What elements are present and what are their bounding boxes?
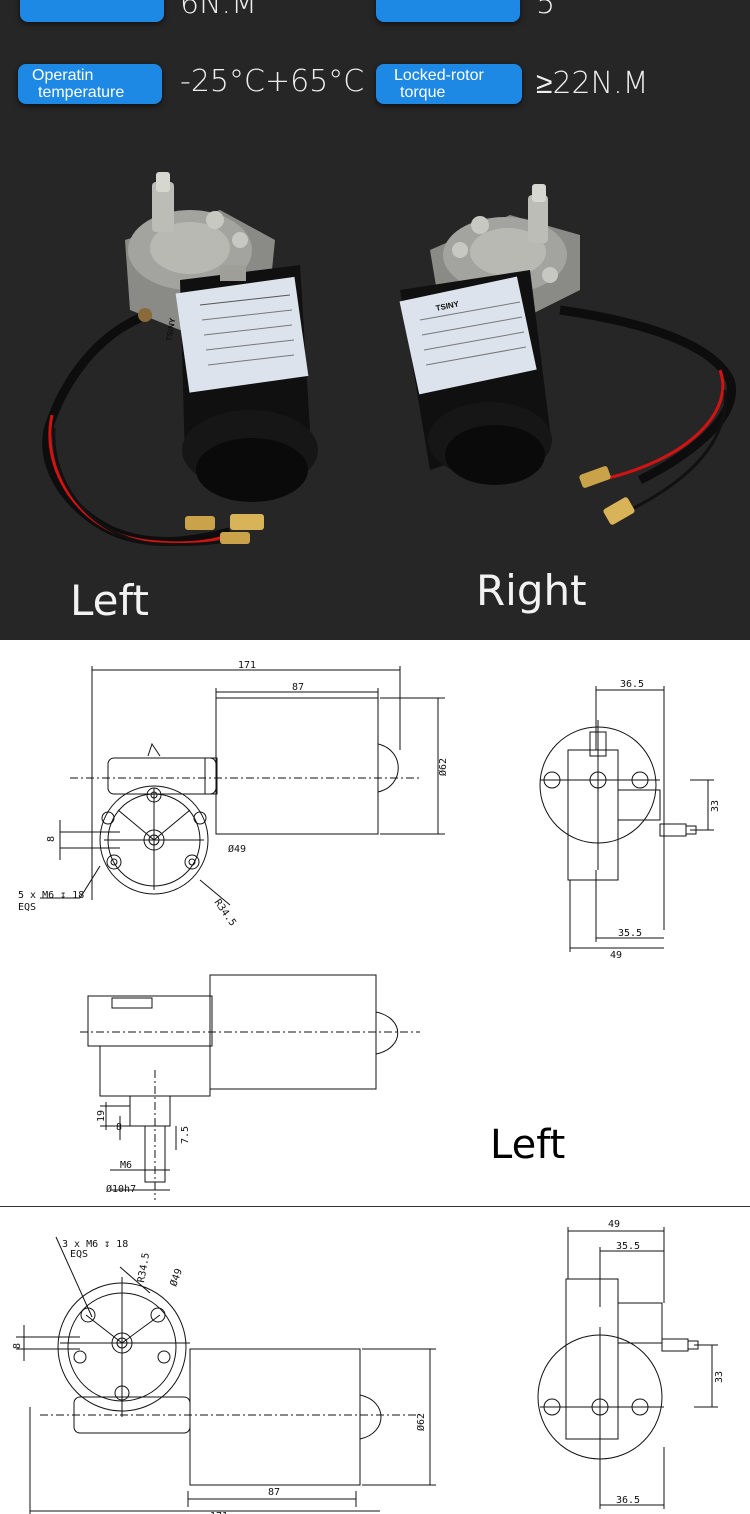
- technical-drawing-left: 171 87 Ø62 Ø49 R34.5 8 5 x M6 ↧ 18 EQS 3…: [18, 660, 721, 1200]
- dim-body-diameter: Ø62: [437, 758, 449, 776]
- spec-pill-operating-temperature: Operatin temperature: [18, 64, 162, 104]
- spec-pill-top-left: [20, 0, 164, 22]
- drawing-right-section: 3 x M6 ↧ 18 EQS R34.5 Ø49 8 Ø62 87 171 4…: [0, 1207, 750, 1514]
- photo-label-right: Right: [476, 566, 587, 615]
- dim-holes-line1: 5 x M6 ↧ 18: [18, 890, 84, 901]
- motor-brand-label: TSINY: [164, 317, 177, 342]
- dim-holes-line2: EQS: [70, 1249, 88, 1260]
- dim-side-overall: 49: [610, 950, 622, 961]
- photo-label-left: Left: [70, 576, 150, 625]
- dim-side-top: 36.5: [620, 679, 644, 690]
- dim-shaft-19: 19: [96, 1110, 107, 1122]
- spec-label-line: Operatin: [32, 67, 94, 84]
- dim-offset: 8: [46, 836, 57, 842]
- dim-bolt-circle: Ø49: [168, 1267, 185, 1288]
- dim-radius: R34.5: [212, 897, 238, 928]
- dim-body-length: 87: [292, 682, 304, 693]
- dim-shaft-thread: M6: [120, 1160, 132, 1171]
- left-motor-photo: TSINY: [42, 172, 318, 547]
- dim-side-top: 35.5: [616, 1241, 640, 1252]
- spec-value-locked-rotor-torque: ≥22N.M: [536, 66, 649, 101]
- dim-overall-length: 171: [238, 660, 256, 671]
- dim-side-height: 33: [714, 1371, 725, 1383]
- section-divider: [0, 1206, 750, 1207]
- dim-shaft-8: 8: [116, 1122, 122, 1133]
- spec-label-line: temperature: [38, 84, 125, 101]
- spec-pill-top-right: [376, 0, 520, 22]
- drawing-label-left: Left: [490, 1122, 566, 1168]
- dim-holes-line2: EQS: [18, 902, 36, 913]
- spec-label-line: Locked-rotor: [394, 67, 484, 84]
- dim-radius: R34.5: [136, 1252, 152, 1284]
- technical-drawing-right: 3 x M6 ↧ 18 EQS R34.5 Ø49 8 Ø62 87 171 4…: [12, 1219, 725, 1514]
- spec-label-line: torque: [400, 84, 446, 101]
- dim-shaft-diameter: Ø10h7: [106, 1183, 136, 1195]
- right-motor-photo: TSINY: [399, 184, 736, 525]
- dim-bolt-circle: Ø49: [228, 843, 246, 855]
- drawing-left-section: 171 87 Ø62 Ø49 R34.5 8 5 x M6 ↧ 18 EQS 3…: [0, 640, 750, 1206]
- dim-side-height: 33: [710, 800, 721, 812]
- spec-value-top-left: 6N.M: [180, 0, 257, 21]
- dim-side-bottom: 35.5: [618, 928, 642, 939]
- dim-side-overall: 49: [608, 1219, 620, 1230]
- spec-value-top-right: 5: [536, 0, 556, 21]
- dim-overall-length: 171: [210, 1511, 228, 1514]
- dim-side-bottom: 36.5: [616, 1495, 640, 1506]
- dim-body-diameter: Ø62: [415, 1413, 427, 1431]
- dim-offset: 8: [12, 1343, 23, 1349]
- dim-body-length: 87: [268, 1487, 280, 1498]
- dim-holes-line1: 3 x M6 ↧ 18: [62, 1239, 128, 1250]
- spec-pill-locked-rotor-torque: Locked-rotor torque: [376, 64, 522, 104]
- product-photo-section: 6N.M 5 Operatin temperature -25°C+65°C L…: [0, 0, 750, 640]
- spec-value-operating-temperature: -25°C+65°C: [180, 64, 365, 99]
- dim-shaft-7-5: 7.5: [180, 1126, 191, 1144]
